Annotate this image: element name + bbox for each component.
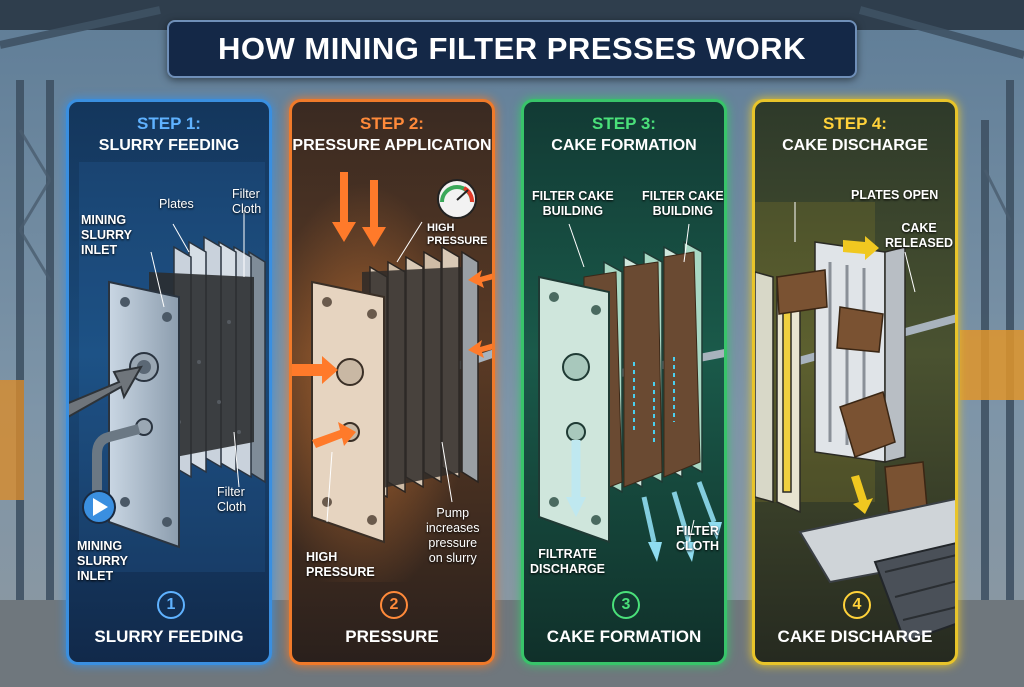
plates-label: Plates xyxy=(159,197,194,211)
step-2-footer: PRESSURE xyxy=(345,627,439,646)
step-2-subtitle: PRESSURE APPLICATION xyxy=(292,137,492,154)
filter-cake-building-label-right: FILTER CAKE BUILDING xyxy=(642,189,724,218)
step-1-heading: STEP 1: xyxy=(137,114,201,133)
step-3-number-badge: 3 xyxy=(612,591,640,619)
page-title: HOW MINING FILTER PRESSES WORK xyxy=(218,31,806,66)
step-3-panel: STEP 3: CAKE FORMATION FILTER CAKE BUILD… xyxy=(521,99,727,665)
step-1-footer: SLURRY FEEDING xyxy=(94,627,244,646)
pump-slurry-inlet-label: MINING SLURRY INLET xyxy=(77,539,128,583)
step-3-subtitle: CAKE FORMATION xyxy=(551,137,697,154)
plates-open-label: PLATES OPEN xyxy=(851,188,939,202)
cake-discharge-illustration xyxy=(755,202,955,644)
step-4-number-badge: 4 xyxy=(843,591,871,619)
step-4-footer: CAKE DISCHARGE xyxy=(777,627,933,646)
step-2-panel: STEP 2: PRESSURE APPLICATION HIGH PRESSU… xyxy=(289,99,495,665)
step-4-subtitle: CAKE DISCHARGE xyxy=(782,137,928,154)
cake-released-label: CAKE RELEASED xyxy=(885,221,954,250)
filter-cake-building-label-left: FILTER CAKE BUILDING xyxy=(532,189,614,218)
step-2-heading: STEP 2: xyxy=(360,114,424,133)
cake-formation-illustration xyxy=(538,223,724,562)
step-1-subtitle: SLURRY FEEDING xyxy=(98,137,240,154)
high-pressure-label: HIGH PRESSURE xyxy=(306,550,375,579)
step-3-heading: STEP 3: xyxy=(592,114,656,133)
mining-slurry-inlet-label: MINING SLURRY INLET xyxy=(81,213,132,257)
gauge-high-pressure-label: HIGH PRESSURE xyxy=(427,222,488,247)
pump-note-label: Pump increases pressure on slurry xyxy=(426,506,480,565)
step-4-heading: STEP 4: xyxy=(823,114,887,133)
filter-cloth-label-bottom: Filter Cloth xyxy=(217,485,247,514)
filter-cloth-label: FILTER CLOTH xyxy=(676,524,720,553)
step-4-panel: STEP 4: CAKE DISCHARGE PLATES OPEN CAKE … xyxy=(752,99,958,665)
pressure-application-illustration xyxy=(292,162,492,582)
filtrate-discharge-label: FILTRATE DISCHARGE xyxy=(530,547,606,576)
slurry-feeding-illustration xyxy=(69,162,266,572)
step-3-footer: CAKE FORMATION xyxy=(546,627,702,646)
filter-cloth-label-top: Filter Cloth xyxy=(232,187,262,216)
step-1-number-badge: 1 xyxy=(157,591,185,619)
page-title-banner: HOW MINING FILTER PRESSES WORK xyxy=(167,20,857,78)
step-2-number-badge: 2 xyxy=(380,591,408,619)
step-1-panel: STEP 1: SLURRY FEEDING Plates Filter Clo… xyxy=(66,99,272,665)
